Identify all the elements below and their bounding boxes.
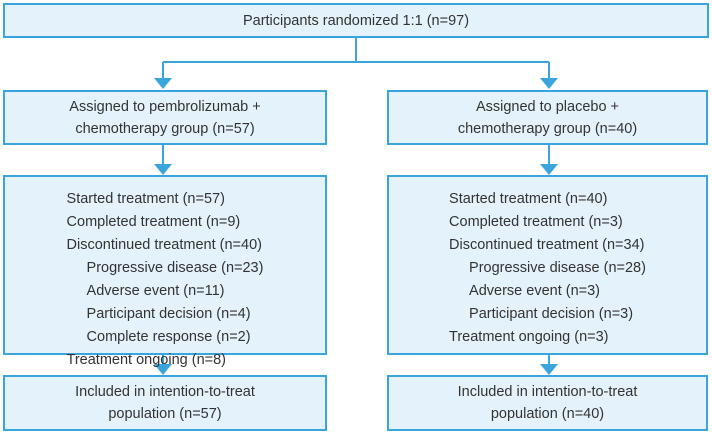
treatment-list-pembrolizumab: Started treatment (n=57) Completed treatm… <box>67 177 264 372</box>
connector-treat-to-itt-right <box>540 355 558 375</box>
connector-assign-to-treat-left <box>154 145 172 175</box>
treatment-list-item: Progressive disease (n=28) <box>469 260 646 276</box>
treatment-list-placebo: Started treatment (n=40) Completed treatm… <box>449 177 646 349</box>
treatment-list-item: Complete response (n=2) <box>86 329 251 345</box>
itt-label-placebo: Included in intention-to-treat populatio… <box>457 384 638 422</box>
assignment-label-placebo: Assigned to placebo + chemotherapy group… <box>457 98 638 137</box>
treatment-box-pembrolizumab: Started treatment (n=57) Completed treatm… <box>3 175 327 368</box>
treatment-list-item: Participant decision (n=4) <box>86 306 251 322</box>
treatment-list-item: Completed treatment (n=3) <box>449 214 623 230</box>
treatment-list-item: Adverse event (n=11) <box>86 283 225 299</box>
itt-box-placebo: Included in intention-to-treat populatio… <box>387 375 708 431</box>
treatment-list-item: Discontinued treatment (n=40) <box>66 237 262 253</box>
randomization-box: Participants randomized 1:1 (n=97) <box>3 3 709 38</box>
treatment-list-item: Discontinued treatment (n=34) <box>449 237 645 253</box>
treatment-list-item: Completed treatment (n=9) <box>66 214 241 230</box>
connector-top-to-branch <box>154 38 558 89</box>
treatment-list-item: Started treatment (n=40) <box>449 191 608 207</box>
treatment-list-item: Adverse event (n=3) <box>469 283 601 299</box>
assignment-box-pembrolizumab: Assigned to pembrolizumab + chemotherapy… <box>3 90 327 145</box>
itt-box-pembrolizumab: Included in intention-to-treat populatio… <box>3 375 327 431</box>
treatment-list-item: Treatment ongoing (n=3) <box>449 329 609 345</box>
treatment-list-item: Started treatment (n=57) <box>66 191 225 207</box>
treatment-list-item: Progressive disease (n=23) <box>86 260 264 276</box>
treatment-box-placebo: Started treatment (n=40) Completed treatm… <box>387 175 708 355</box>
assignment-box-placebo: Assigned to placebo + chemotherapy group… <box>387 90 708 145</box>
treatment-list-item: Participant decision (n=3) <box>469 306 634 322</box>
connector-assign-to-treat-right <box>540 145 558 175</box>
treatment-list-item: Treatment ongoing (n=8) <box>66 352 226 368</box>
itt-label-pembrolizumab: Included in intention-to-treat populatio… <box>75 384 255 422</box>
randomization-label: Participants randomized 1:1 (n=97) <box>242 12 470 29</box>
assignment-label-pembrolizumab: Assigned to pembrolizumab + chemotherapy… <box>69 98 261 137</box>
